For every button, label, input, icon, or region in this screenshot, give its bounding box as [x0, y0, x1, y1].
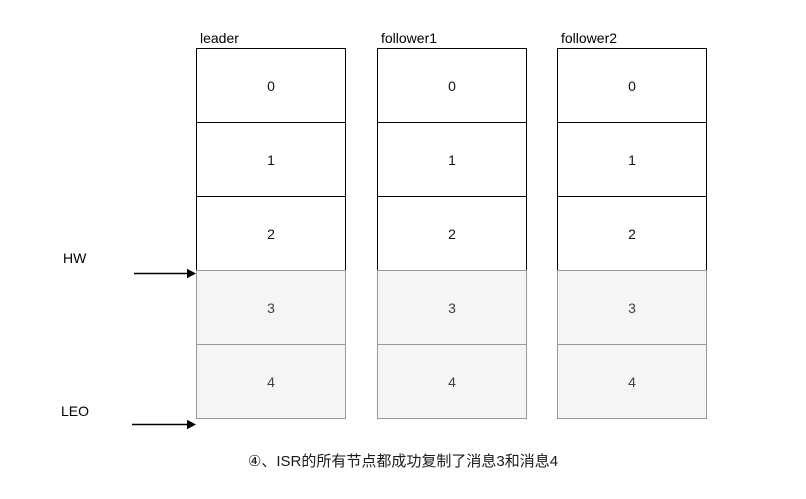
- partition-column-follower2: follower2 0 1 2 3 4: [557, 31, 707, 419]
- hw-arrow-icon: [134, 268, 196, 279]
- column-label: follower2: [561, 30, 618, 46]
- log-cell-replicated: 3: [196, 270, 346, 345]
- log-cell: 1: [377, 122, 527, 197]
- log-cell-replicated: 4: [557, 344, 707, 419]
- diagram-caption: ④、ISR的所有节点都成功复制了消息3和消息4: [247, 453, 559, 470]
- log-cell: 2: [196, 196, 346, 271]
- hw-label: HW: [63, 250, 87, 266]
- log-cell: 1: [196, 122, 346, 197]
- log-cell-replicated: 3: [557, 270, 707, 345]
- log-cell: 2: [557, 196, 707, 271]
- log-cell: 0: [377, 48, 527, 123]
- log-cell: 1: [557, 122, 707, 197]
- log-cell: 0: [557, 48, 707, 123]
- log-cell: 0: [196, 48, 346, 123]
- log-cell: 2: [377, 196, 527, 271]
- partition-column-follower1: follower1 0 1 2 3 4: [377, 31, 527, 419]
- log-cell-replicated: 3: [377, 270, 527, 345]
- leo-arrow-icon: [132, 419, 196, 430]
- column-label: follower1: [381, 30, 438, 46]
- leo-label: LEO: [61, 403, 90, 419]
- partition-column-leader: leader 0 1 2 3 4: [196, 31, 346, 419]
- log-cell-replicated: 4: [377, 344, 527, 419]
- log-cell-replicated: 4: [196, 344, 346, 419]
- column-label: leader: [200, 30, 239, 46]
